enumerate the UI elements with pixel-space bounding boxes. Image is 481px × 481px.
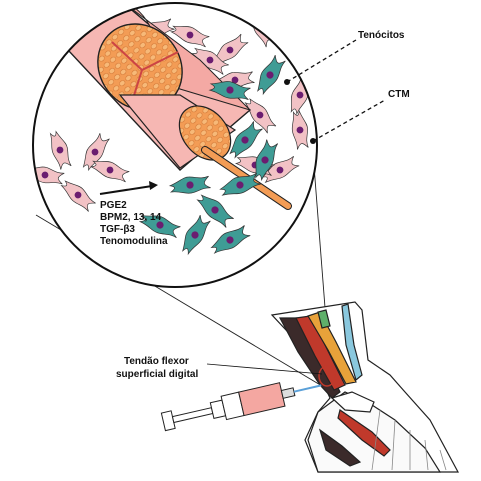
msc-cell [138, 215, 181, 238]
ctm-label: CTM [388, 89, 410, 100]
tenocyte-cell [244, 98, 277, 134]
msc-cell [168, 175, 211, 194]
tenocyte-pointer-dot [284, 79, 290, 85]
msc-cell [196, 194, 234, 228]
factor-tenomodulin: Tenomodulina [100, 236, 168, 247]
msc-cell [219, 172, 261, 196]
tenocyte-cell [261, 155, 300, 184]
differentiation-arrow [99, 181, 158, 195]
tendon-label-leader [206, 363, 323, 375]
factor-bmp: BPM2, 13, 14 [100, 212, 162, 223]
msc-cell [208, 81, 251, 100]
tenocyte-cell [291, 109, 309, 150]
tenocyte-cell [170, 25, 210, 48]
factor-tgf: TGF-β3 [100, 224, 135, 235]
msc-cell [257, 55, 286, 96]
zoom-circle [32, 2, 318, 288]
msc-cell [210, 225, 251, 254]
growth-factor-list: PGE2 BPM2, 13, 14 TGF-β3 Tenomodulina [100, 200, 168, 248]
msc-cell [229, 121, 263, 159]
msc-pointer-dot [310, 138, 316, 144]
tendon-label-line1: Tendão flexor [124, 356, 189, 367]
tenocitos-label: Tenócitos [358, 30, 405, 41]
msc-cells [138, 55, 286, 256]
tenocyte-cell [82, 133, 110, 172]
syringe [160, 382, 322, 432]
tendon-bundle [38, 3, 292, 210]
injection-site [318, 365, 336, 387]
factor-pge2: PGE2 [100, 200, 127, 211]
msc-cell [182, 215, 211, 256]
msc-cell [255, 139, 278, 182]
tenocyte-cell [90, 160, 130, 183]
tenocyte-cell [49, 130, 72, 170]
tenocyte-cell [60, 180, 96, 212]
tendon-label-line2: superficial digital [116, 369, 199, 380]
horse-limb [270, 301, 460, 473]
